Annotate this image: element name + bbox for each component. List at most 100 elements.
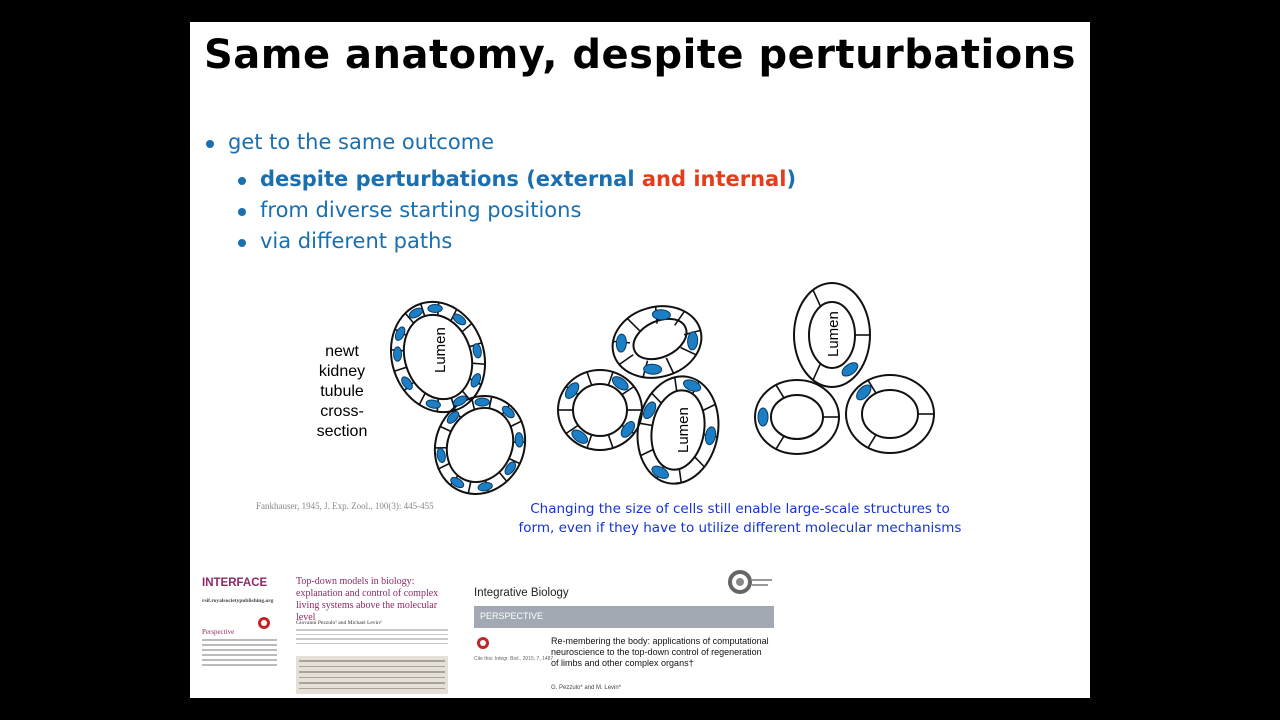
figure-caption: Changing the size of cells still enable …: [490, 500, 990, 538]
cell-nucleus: [571, 429, 589, 444]
cell-wall: [673, 377, 678, 392]
citation-meta: Cite this: Integr. Biol., 2015, 7, 1487: [474, 656, 554, 662]
journal-name: INTERFACE: [202, 577, 268, 589]
cell-nucleus: [687, 331, 699, 351]
cell-wall: [510, 420, 522, 428]
cell-wall: [678, 468, 683, 483]
cell-nucleus: [452, 313, 467, 326]
bullet-starting-positions: from diverse starting positions: [236, 198, 581, 222]
rsc-logo-icon: [728, 570, 772, 594]
cell-wall: [461, 322, 473, 333]
cell-wall: [626, 317, 641, 332]
crossmark-icon: [477, 637, 489, 649]
cell-nucleus: [856, 384, 872, 401]
cell-wall: [680, 346, 697, 356]
cell-wall: [439, 425, 452, 433]
newt-label-line: tubule: [320, 383, 364, 400]
journal-site: rsif.royalsocietypublishing.org: [202, 598, 274, 604]
cell-wall: [586, 371, 593, 386]
bullet-dot: [206, 140, 214, 148]
bullet-text: via different paths: [260, 229, 453, 253]
cell-nucleus: [477, 482, 493, 492]
cell-nucleus: [704, 426, 717, 446]
cell-wall: [651, 392, 662, 404]
cell-wall: [498, 471, 508, 482]
cell-wall: [775, 435, 785, 450]
paper-authors: G. Pezzulo* and M. Levin*: [551, 685, 622, 691]
cell-wall: [488, 396, 493, 409]
newt-label-line: kidney: [318, 363, 366, 380]
cell-wall: [404, 312, 415, 324]
paper-text-lines: [202, 639, 277, 669]
cell-wall: [812, 289, 822, 307]
cell-wall: [438, 462, 450, 470]
cell-wall: [472, 362, 486, 366]
cell-wall: [586, 434, 593, 449]
cell-nucleus: [452, 395, 468, 407]
bullet-text: despite perturbations (external and inte…: [260, 167, 796, 191]
slide-title: Same anatomy, despite perturbations: [204, 32, 1076, 78]
cell-nucleus: [615, 333, 627, 353]
cell-wall: [867, 434, 877, 449]
slide: Same anatomy, despite perturbations get …: [190, 22, 1090, 698]
cell-nucleus: [408, 307, 424, 319]
cell-nucleus: [425, 399, 441, 409]
lumen-label: Lumen: [675, 407, 692, 453]
paper-thumbnail-integrative-biology: Integrative Biology PERSPECTIVE Cite thi…: [474, 568, 774, 696]
article-type: PERSPECTIVE: [480, 611, 544, 621]
cell-nucleus: [564, 382, 580, 399]
bullet-dot: [238, 239, 246, 247]
cell-wall: [607, 371, 614, 386]
lumen-label: Lumen: [825, 311, 842, 357]
cell-wall: [702, 403, 716, 412]
cell-nucleus: [394, 326, 406, 341]
cell-nucleus: [611, 376, 629, 391]
lumen-label: Lumen: [432, 327, 449, 373]
cell-wall: [775, 384, 785, 399]
lumen-labels: Lumen Lumen Lumen: [432, 311, 842, 453]
cell-nucleus: [470, 373, 482, 388]
cell-nucleus: [643, 363, 663, 375]
cell-nucleus: [651, 309, 671, 321]
bullet-text-main: despite perturbations (external: [260, 167, 642, 191]
cell-nucleus: [436, 447, 446, 464]
cell-wall: [694, 456, 705, 468]
caption-line: form, even if they have to utilize diffe…: [518, 520, 962, 536]
cell-nucleus: [643, 401, 657, 420]
cell-wall: [470, 397, 476, 410]
cell-nuclei: [393, 303, 872, 492]
bullet-outcome: get to the same outcome: [204, 130, 494, 154]
paper-title: Top-down models in biology: explanation …: [296, 576, 439, 623]
cell-nucleus: [450, 476, 465, 489]
bullet-perturbations: despite perturbations (external and inte…: [236, 167, 796, 191]
paper-title: Re-membering the body: applications of c…: [551, 636, 769, 668]
newt-kidney-label: newt kidney tubule cross- section: [300, 342, 384, 442]
cell-wall: [812, 363, 822, 381]
tubule-medium-cells-right: [636, 375, 720, 485]
bullet-dot: [238, 177, 246, 185]
caption-line: Changing the size of cells still enable …: [530, 501, 950, 517]
paper-authors: Giovanni Pezzulo¹ and Michael Levin²: [296, 620, 382, 626]
cell-wall: [867, 379, 877, 394]
cell-nucleus: [514, 432, 524, 448]
tubule-cross-section-diagram: Lumen Lumen Lumen: [389, 282, 935, 495]
bullet-text-close: ): [786, 167, 797, 191]
bullet-different-paths: via different paths: [236, 229, 452, 253]
cell-wall: [665, 357, 675, 374]
bullet-text-red: and internal: [641, 167, 787, 191]
paper-thumbnail-interface: INTERFACE rsif.royalsocietypublishing.or…: [202, 574, 448, 694]
paper-affiliation-lines: [296, 629, 448, 647]
bullet-dot: [238, 208, 246, 216]
cell-wall: [618, 354, 634, 366]
article-type: Perspective: [202, 628, 235, 636]
cell-nucleus: [393, 346, 403, 362]
cell-nucleus: [504, 461, 517, 476]
newt-label-line: newt: [325, 343, 359, 360]
cell-nucleus: [474, 397, 490, 407]
cell-nucleus: [446, 410, 460, 424]
cell-wall: [418, 392, 426, 406]
cell-wall: [607, 434, 614, 449]
cell-nucleus: [620, 421, 636, 438]
cell-wall: [467, 481, 472, 494]
cell-wall: [621, 385, 635, 396]
